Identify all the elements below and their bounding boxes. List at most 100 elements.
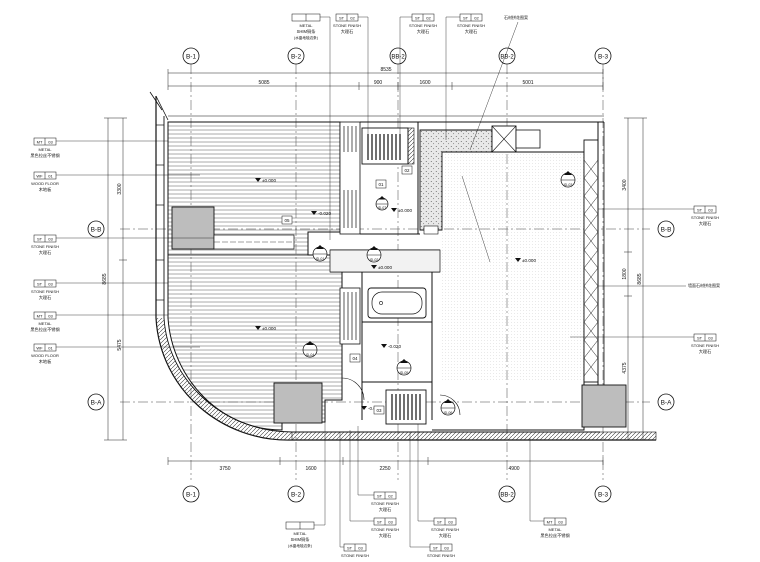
svg-text:大理石: 大理石 xyxy=(39,249,52,256)
svg-text:大理石: 大理石 xyxy=(699,348,712,355)
svg-text:ST: ST xyxy=(697,336,703,341)
dimensions-left xyxy=(104,117,127,441)
tag-note: (水晶地毯边条) xyxy=(294,35,318,40)
grid-bubble: B-1 xyxy=(182,485,200,503)
svg-text:黑色拉丝不锈钢: 黑色拉丝不锈钢 xyxy=(540,532,569,539)
grid-bubble: BB-2 xyxy=(498,47,516,65)
elevation-marker: ID-05 xyxy=(396,359,412,376)
dim-bottom: 4900 xyxy=(508,466,519,472)
svg-text:MT: MT xyxy=(37,314,43,319)
stone-floor-area xyxy=(442,152,584,380)
svg-text:大理石: 大理石 xyxy=(465,28,478,35)
svg-text:STONE FINISH: STONE FINISH xyxy=(371,527,399,532)
svg-text:木地板: 木地板 xyxy=(39,186,52,193)
svg-text:ST: ST xyxy=(697,208,703,213)
grid-bubble: B-B xyxy=(657,220,675,238)
svg-text:WOOD FLOOR: WOOD FLOOR xyxy=(31,181,59,186)
grid-bubbles-bottom: B-1 B-2 BB-2 B-3 xyxy=(182,485,612,503)
svg-text:STONE FINISH: STONE FINISH xyxy=(31,244,59,249)
dim-bottom: 2250 xyxy=(379,466,390,472)
room-tag: 01 xyxy=(375,179,387,189)
slat-column-top xyxy=(339,121,361,235)
material-tag: METAL SHIM铜条 (水晶地毯边条) xyxy=(291,13,331,240)
elevation-marker: ID-03 xyxy=(560,171,576,188)
svg-text:-0.020: -0.020 xyxy=(318,211,331,216)
elevation-marker: ID-02 xyxy=(366,246,382,263)
svg-text:ST: ST xyxy=(37,237,43,242)
dim-left-overall: 8685 xyxy=(102,273,108,284)
svg-text:BB-2: BB-2 xyxy=(500,493,514,499)
elevation-marker: ID-06 xyxy=(440,399,456,416)
svg-text:木地板: 木地板 xyxy=(39,358,52,365)
grid-bubble: B-A xyxy=(657,393,675,411)
svg-text:±0.000: ±0.000 xyxy=(378,265,392,270)
svg-text:03: 03 xyxy=(558,520,563,525)
svg-text:02: 02 xyxy=(474,16,479,21)
svg-text:METAL: METAL xyxy=(299,23,313,28)
svg-text:STONE FINISH: STONE FINISH xyxy=(427,553,455,558)
level-mark: ±0.000 xyxy=(255,178,276,183)
svg-text:STONE FINISH: STONE FINISH xyxy=(691,343,719,348)
exterior-wall-bottom-band xyxy=(291,431,657,441)
svg-text:大理石: 大理石 xyxy=(341,28,354,35)
plan-body xyxy=(149,91,657,441)
dim-right-overall: 8685 xyxy=(637,273,643,284)
svg-text:01: 01 xyxy=(48,174,53,179)
svg-text:ST: ST xyxy=(347,546,353,551)
dim-top: 1600 xyxy=(419,80,430,86)
window-mullions xyxy=(156,124,164,301)
svg-text:02: 02 xyxy=(350,16,355,21)
svg-text:STONE FINISH: STONE FINISH xyxy=(431,527,459,532)
svg-text:B-2: B-2 xyxy=(291,492,302,499)
svg-text:STONE FINISH: STONE FINISH xyxy=(691,215,719,220)
svg-text:±0.000: ±0.000 xyxy=(262,178,276,183)
grid-bubble: BB-2 xyxy=(498,485,516,503)
svg-text:05: 05 xyxy=(284,218,290,223)
svg-text:B-2: B-2 xyxy=(291,54,302,61)
shower-block-bottom xyxy=(385,389,427,425)
elevation-marker: ID-07 xyxy=(375,196,389,211)
svg-text:ID-07: ID-07 xyxy=(378,206,386,210)
svg-text:METAL: METAL xyxy=(293,531,307,536)
exterior-wall-fill xyxy=(156,318,292,441)
level-mark: ±0.000 xyxy=(515,258,536,263)
svg-text:±0.000: ±0.000 xyxy=(262,326,276,331)
svg-text:03: 03 xyxy=(48,140,53,145)
svg-text:MT: MT xyxy=(547,520,553,525)
svg-text:SHIM铜条: SHIM铜条 xyxy=(297,28,317,35)
svg-text:STONE FINISH: STONE FINISH xyxy=(31,289,59,294)
svg-text:03: 03 xyxy=(48,314,53,319)
pattern-note: 石材拼花图案 xyxy=(504,14,528,20)
svg-text:03: 03 xyxy=(376,408,382,413)
dim-left: 3300 xyxy=(117,183,123,194)
grid-bubble: B-3 xyxy=(594,485,612,503)
svg-text:B-B: B-B xyxy=(91,227,102,234)
level-mark: -0.020 xyxy=(311,211,331,216)
shower-block xyxy=(361,127,409,165)
svg-text:±0.000: ±0.000 xyxy=(522,258,536,263)
svg-text:03: 03 xyxy=(708,208,713,213)
svg-text:03: 03 xyxy=(444,546,449,551)
grid-bubbles-top: B-1 B-2 BB-2 BB-2 B-3 xyxy=(182,47,612,65)
level-mark: ±0.000 xyxy=(371,265,392,270)
svg-text:-0.020: -0.020 xyxy=(388,344,401,349)
svg-text:STONE FINISH: STONE FINISH xyxy=(333,23,361,28)
svg-text:B-1: B-1 xyxy=(186,492,197,499)
svg-text:02: 02 xyxy=(404,168,410,173)
tag-note: (水晶地毯边条) xyxy=(288,543,312,548)
grid-bubble: B-B xyxy=(87,220,105,238)
svg-text:ID-06: ID-06 xyxy=(444,411,453,415)
dim-right: 1800 xyxy=(622,268,628,279)
